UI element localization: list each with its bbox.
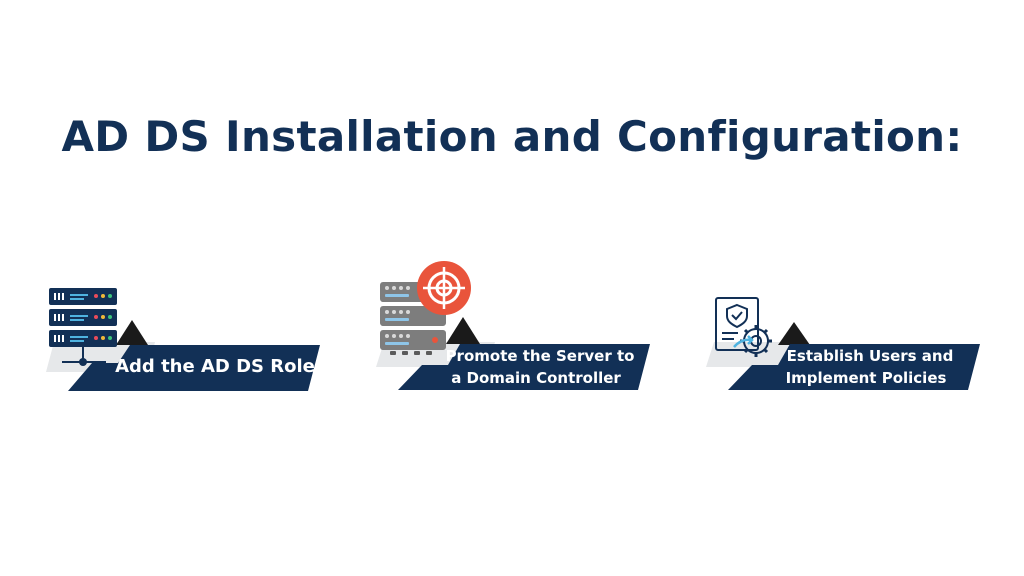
step-label-line-1: Promote the Server to bbox=[445, 347, 635, 365]
page-title: AD DS Installation and Configuration: bbox=[61, 112, 963, 161]
step-add-role: Add the AD DS Role bbox=[40, 280, 340, 430]
step-card-art bbox=[46, 288, 320, 391]
label-banner bbox=[68, 345, 320, 391]
step-label-line-2: Implement Policies bbox=[785, 369, 947, 387]
step-establish-users: Establish Users and Implement Policies bbox=[700, 285, 1000, 435]
policy-gear-icon bbox=[715, 297, 772, 357]
label-banner bbox=[398, 344, 650, 390]
accent-triangle bbox=[116, 320, 148, 345]
server-stack-icon bbox=[49, 288, 117, 366]
server-target-icon bbox=[380, 261, 471, 355]
step-label-line-2: a Domain Controller bbox=[451, 369, 621, 387]
step-label-line-1: Establish Users and bbox=[786, 347, 954, 365]
accent-triangle bbox=[778, 322, 810, 345]
label-banner bbox=[728, 344, 980, 390]
step-card-art bbox=[706, 297, 980, 390]
step-card-art bbox=[376, 261, 650, 390]
step-label: Add the AD DS Role bbox=[115, 356, 315, 377]
accent-triangle bbox=[446, 317, 480, 344]
step-promote-server: Promote the Server to a Domain Controlle… bbox=[370, 255, 670, 405]
